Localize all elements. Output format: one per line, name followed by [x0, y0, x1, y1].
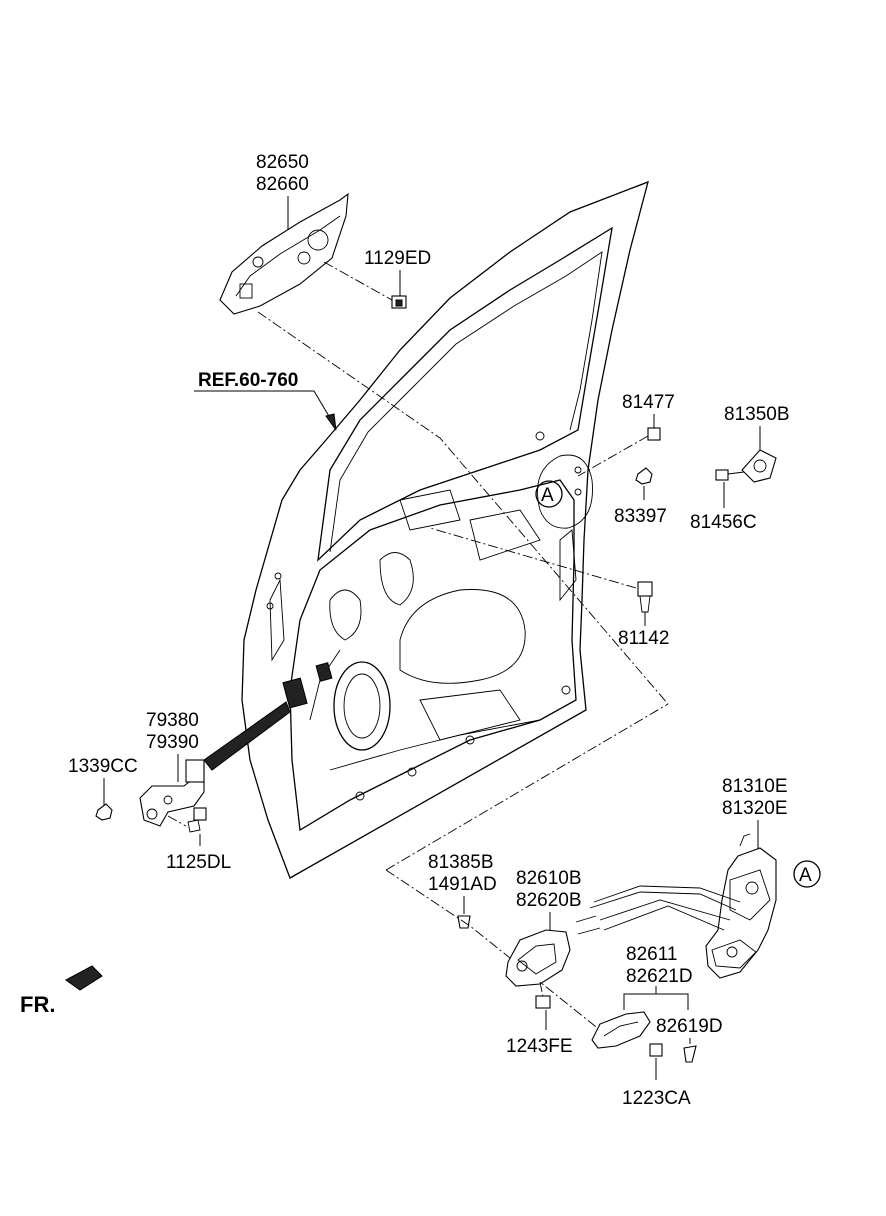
ref-callout: REF.60-760 [194, 370, 337, 431]
callout-a-label: A [541, 485, 554, 506]
fr-label: FR. [20, 992, 55, 1017]
inside-handle-housing-82610B: 82610B 82620B [505, 868, 582, 1003]
inside-handle-82611: 82611 82621D 1223CA [591, 944, 693, 1109]
ref-label: REF.60-760 [198, 370, 298, 391]
screw-1243FE: 1243FE [506, 995, 573, 1057]
label-1491AD: 1491AD [428, 874, 497, 895]
label-81385B: 81385B [428, 852, 494, 873]
label-82620B: 82620B [516, 890, 582, 911]
bolt-1125DL: 1125DL [166, 807, 231, 873]
front-door-panel [241, 180, 649, 879]
nut-83397: 83397 [614, 467, 667, 527]
label-1129ED: 1129ED [364, 248, 431, 269]
cap-82619D: 82619D [656, 1016, 723, 1063]
nut-1339CC: 1339CC [68, 756, 138, 821]
front-direction-indicator: FR. [20, 965, 103, 1017]
callout-a-door: A [535, 480, 563, 508]
callout-a-latch-label: A [799, 865, 812, 886]
door-checker-79380: 79380 79390 [139, 701, 291, 827]
screw-1129ED: 1129ED [364, 248, 431, 309]
label-81142: 81142 [618, 628, 669, 649]
front-arrow-icon [65, 965, 103, 991]
label-1223CA: 1223CA [622, 1088, 691, 1109]
label-81350B: 81350B [724, 404, 790, 425]
screw-81477: 81477 [577, 392, 675, 477]
label-82650: 82650 [256, 152, 309, 173]
door-latch-81310E: 81310E 81320E A [575, 776, 821, 979]
label-1243FE: 1243FE [506, 1036, 573, 1057]
label-1125DL: 1125DL [166, 852, 231, 873]
label-79390: 79390 [146, 732, 199, 753]
label-82611: 82611 [626, 944, 677, 965]
label-81320E: 81320E [722, 798, 788, 819]
clip-81385B: 81385B 1491AD [385, 703, 669, 1031]
bolt-81142: 81142 [429, 527, 669, 649]
label-82619D: 82619D [656, 1016, 723, 1037]
label-82610B: 82610B [516, 868, 582, 889]
label-1339CC: 1339CC [68, 756, 138, 777]
striker-81350B: 81350B 81456C [690, 404, 790, 533]
label-81477: 81477 [622, 392, 675, 413]
label-81310E: 81310E [722, 776, 788, 797]
label-81456C: 81456C [690, 512, 757, 533]
label-79380: 79380 [146, 710, 199, 731]
label-82660: 82660 [256, 174, 309, 195]
inside-handle-assembly-top: 82650 82660 [219, 152, 669, 705]
label-83397: 83397 [614, 506, 667, 527]
label-82621D: 82621D [626, 966, 693, 987]
